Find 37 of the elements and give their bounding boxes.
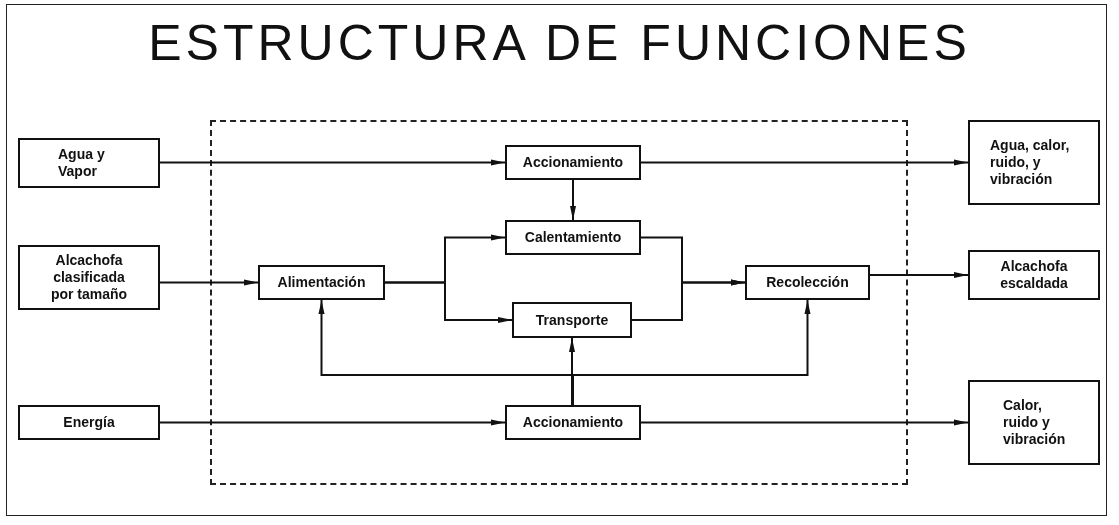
system-boundary [210,120,908,485]
arrow [570,179,576,221]
function-box [505,145,641,180]
arrow [384,281,513,323]
arrow [159,419,506,426]
function-box [258,265,385,300]
box-label: Calor, ruido y vibración [1003,397,1065,448]
box-label: Agua, calor, ruido, y vibración [990,137,1071,188]
arrow [572,299,811,406]
box-label: Alcachofa escaldada [999,258,1069,292]
box-label: Calentamiento [524,229,622,246]
function-box [745,265,870,300]
box-label: Transporte [535,311,609,329]
arrow [159,279,259,286]
function-box [968,380,1100,465]
arrow [569,337,575,406]
arrow [631,279,746,321]
arrow [640,419,969,426]
function-box [18,138,160,188]
function-box [968,120,1100,205]
function-box [18,405,160,440]
box-label: Alcachofa clasificada por tamaño [49,252,129,303]
function-box [512,302,632,338]
box-label: Alimentación [277,274,366,291]
box-label: Accionamiento [522,414,624,431]
arrow [640,159,969,166]
function-box [505,220,641,255]
box-label: Recolección [766,274,849,291]
function-box [18,245,160,310]
arrow [869,272,969,278]
box-label: Agua y Vapor [58,146,106,180]
box-label: Accionamiento [522,154,624,171]
function-box [505,405,641,440]
diagram-title: ESTRUCTURA DE FUNCIONES [147,14,972,72]
function-box [968,250,1100,300]
arrow [159,159,506,166]
box-label: Energía [63,414,115,431]
